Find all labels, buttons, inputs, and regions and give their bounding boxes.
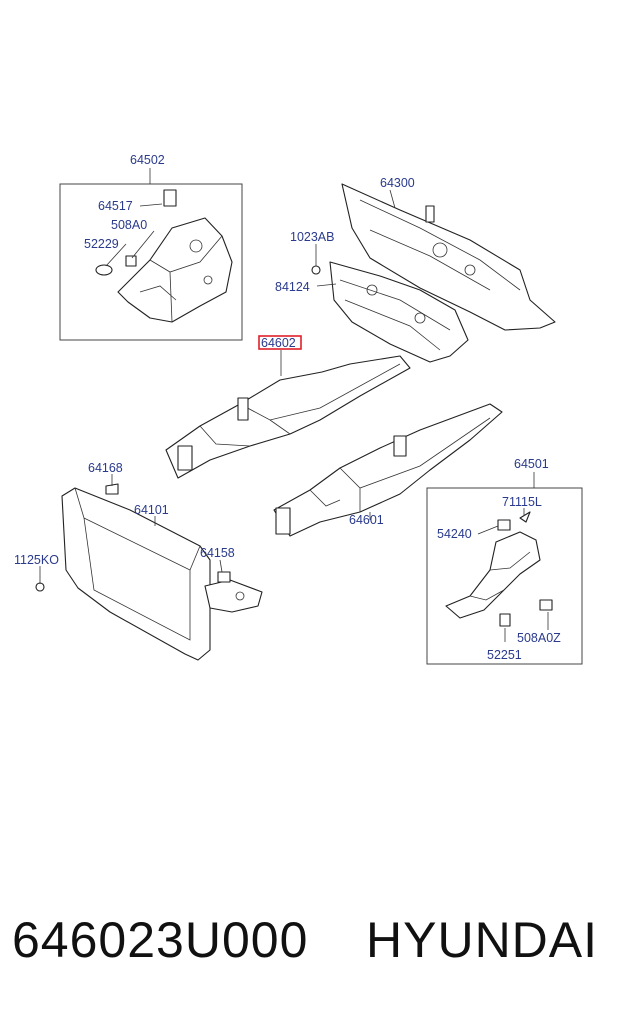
- side-member-part-64601: [273, 403, 503, 537]
- label-64158[interactable]: 64158: [200, 546, 235, 560]
- label-64501[interactable]: 64501: [514, 457, 549, 471]
- label-508A0Z[interactable]: 508A0Z: [517, 631, 561, 645]
- label-71115L[interactable]: 71115L: [502, 495, 542, 509]
- group-box-64501: [426, 487, 583, 665]
- radiator-support-part-64101: [35, 483, 263, 661]
- front-side-member-part-64501: [445, 511, 553, 627]
- cowl-panel-part-84124: [311, 261, 469, 363]
- label-52229[interactable]: 52229: [84, 237, 119, 251]
- label-84124[interactable]: 84124: [275, 280, 310, 294]
- parts-diagram: 64502 64517 508A0 52229 64300 1023AB 841…: [14, 153, 583, 665]
- highlight-box-64602[interactable]: [258, 335, 302, 350]
- caption: 646023U000 HYUNDAI: [0, 905, 620, 985]
- label-64168[interactable]: 64168: [88, 461, 123, 475]
- label-64601[interactable]: 64601: [349, 513, 384, 527]
- label-508A0[interactable]: 508A0: [111, 218, 147, 232]
- side-member-part-64602: [165, 355, 411, 479]
- label-64602[interactable]: 64602: [261, 336, 296, 350]
- label-64101[interactable]: 64101: [134, 503, 169, 517]
- label-64300[interactable]: 64300: [380, 176, 415, 190]
- brand-caption: HYUNDAI: [366, 912, 599, 968]
- label-54240[interactable]: 54240: [437, 527, 472, 541]
- label-64502[interactable]: 64502: [130, 153, 165, 167]
- label-1125KO[interactable]: 1125KO: [14, 553, 59, 567]
- label-52251[interactable]: 52251: [487, 648, 522, 662]
- part-number-caption: 646023U000: [12, 912, 309, 968]
- dash-panel-part-64300: [341, 183, 556, 331]
- group-box-64502: [59, 183, 243, 341]
- label-64517[interactable]: 64517: [98, 199, 133, 213]
- label-1023AB[interactable]: 1023AB: [290, 230, 334, 244]
- front-side-member-part-64502: [95, 189, 233, 323]
